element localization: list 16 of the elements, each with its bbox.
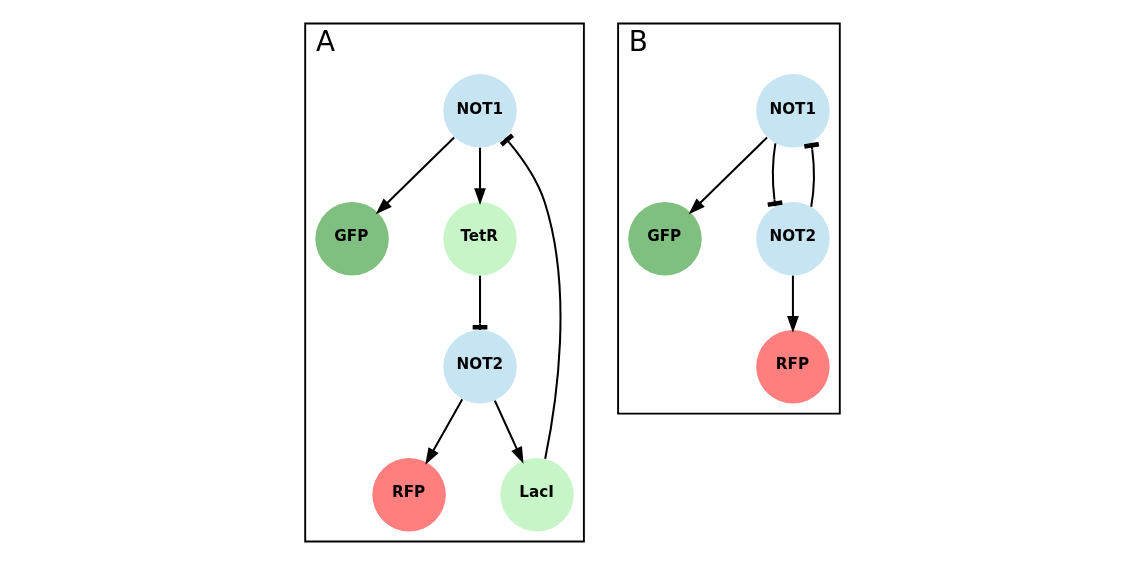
arrow [493, 400, 524, 464]
connector [499, 133, 562, 459]
arrow [375, 136, 455, 215]
arrow [474, 147, 486, 205]
connector [803, 141, 820, 207]
node-circle: RFP [372, 457, 446, 532]
node-circle: TetR [443, 202, 517, 276]
node-circle: NOT2 [443, 330, 517, 404]
arrow [787, 275, 799, 333]
node-circle: LacI [500, 457, 574, 532]
arrow [688, 136, 768, 215]
node-circle: GFP [315, 202, 389, 276]
node-circle: RFP [756, 330, 830, 404]
arrow [425, 398, 464, 465]
node-circle: GFP [628, 202, 702, 276]
connector [472, 275, 488, 330]
